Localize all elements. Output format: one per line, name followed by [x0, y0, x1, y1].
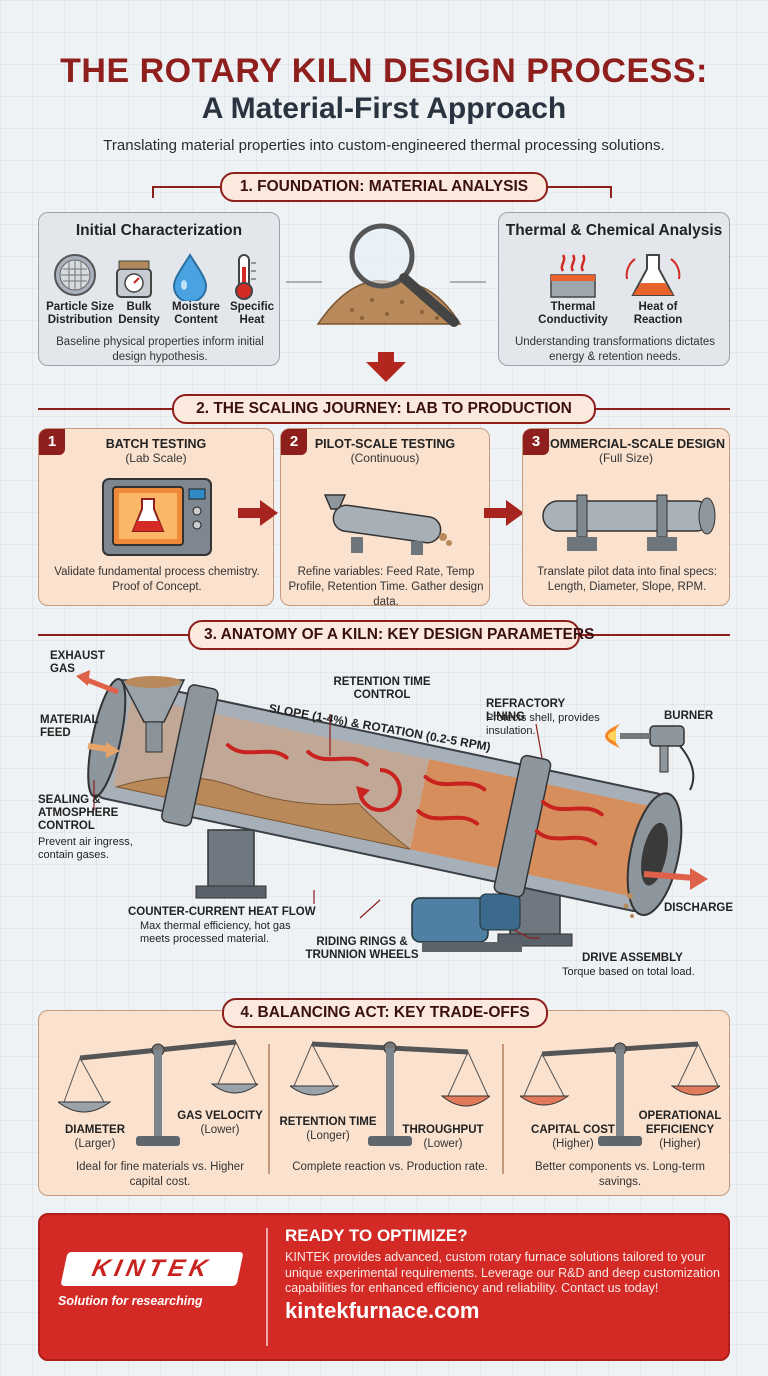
- step-subtitle: (Lab Scale): [125, 451, 187, 465]
- tradeoff-right-sub: (Higher): [659, 1138, 701, 1150]
- tradeoff-left-label: DIAMETER: [64, 1124, 126, 1136]
- tradeoff-note: Better components vs. Long-term savings.: [534, 1161, 706, 1188]
- tradeoff-left-label: RETENTION TIME: [279, 1116, 377, 1128]
- balance-scale-icon: [518, 1030, 722, 1150]
- step-number: 3: [523, 429, 549, 455]
- thermal-chemical-title: Thermal & Chemical Analysis: [505, 222, 723, 239]
- section3-heading: 3. ANATOMY OF A KILN: KEY DESIGN PARAMET…: [188, 620, 594, 650]
- logo-text: KINTEK: [89, 1255, 215, 1282]
- bulk-density-label: Bulk Density: [118, 301, 160, 327]
- step-number: 2: [281, 429, 307, 455]
- arrow-right-icon: [238, 500, 278, 526]
- step-number: 1: [39, 429, 65, 455]
- section1-rule-left-tick: [152, 186, 154, 198]
- tradeoff-left-label: CAPITAL COST: [531, 1124, 615, 1136]
- section4-heading: 4. BALANCING ACT: KEY TRADE-OFFS: [222, 998, 548, 1028]
- step-description: Refine variables: Feed Rate, Temp Profil…: [288, 566, 484, 608]
- heat-of-reaction-label: Heat of Reaction: [633, 301, 683, 327]
- thermal-chemical-panel: Thermal & Chemical Analysis Thermal Cond…: [498, 212, 730, 366]
- cta-title: READY TO OPTIMIZE?: [285, 1226, 468, 1245]
- drive-assembly-desc: Torque based on total load.: [562, 966, 695, 978]
- characterization-note: Baseline physical properties inform init…: [56, 336, 264, 363]
- refractory-lining-label: REFRACTORY LINING: [486, 698, 566, 724]
- step-title: COMMERCIAL-SCALE DESIGN: [540, 437, 726, 451]
- logo-tagline: Solution for researching: [58, 1294, 203, 1308]
- kintek-logo: KINTEK: [60, 1252, 244, 1286]
- drive-assembly-label: DRIVE ASSEMBLY: [582, 952, 683, 964]
- particle-size-label: Particle Size Distribution: [46, 301, 114, 327]
- step-pilot-card: 2 PILOT-SCALE TESTING (Continuous) Refin…: [280, 428, 490, 608]
- tradeoffs-panel: [38, 1010, 730, 1196]
- sealing-label: SEALING & ATMOSPHERE CONTROL: [38, 794, 119, 833]
- characterization-icons: [47, 249, 273, 303]
- refractory-lining-desc: Protects shell, provides insulation.: [486, 712, 600, 738]
- kiln-illustration: [60, 660, 720, 980]
- heat-block-icon: [550, 254, 596, 298]
- scale-weight-icon: [116, 260, 152, 298]
- tradeoff-right-label: GAS VELOCITY: [177, 1110, 263, 1122]
- step-subtitle: (Continuous): [350, 451, 420, 465]
- section1-heading: 1. FOUNDATION: MATERIAL ANALYSIS: [220, 172, 548, 202]
- burner-label: BURNER: [664, 710, 714, 722]
- counter-current-label: COUNTER-CURRENT HEAT FLOW: [128, 906, 316, 918]
- step-description: Validate fundamental process chemistry. …: [54, 566, 260, 593]
- cta-divider: [266, 1228, 268, 1346]
- exhaust-gas-label: EXHAUST GAS: [50, 650, 105, 676]
- discharge-label: DISCHARGE: [664, 902, 734, 914]
- step-commercial-card: 3 COMMERCIAL-SCALE DESIGN (Full Size) Tr…: [522, 428, 730, 606]
- arrow-right-icon: [484, 500, 524, 526]
- sieve-icon: [54, 254, 96, 296]
- tradeoff-note: Ideal for fine materials vs. Higher capi…: [75, 1161, 245, 1188]
- counter-current-desc: Max thermal efficiency, hot gas meets pr…: [140, 920, 291, 946]
- magnifier-illustration: [282, 212, 490, 382]
- retention-time-label: RETENTION TIME CONTROL: [333, 676, 431, 702]
- step-subtitle: (Full Size): [598, 451, 653, 465]
- thermal-icons: [543, 249, 703, 301]
- divider: [268, 1044, 270, 1174]
- tradeoff-note: Complete reaction vs. Production rate.: [292, 1161, 488, 1173]
- thermometer-icon: [235, 254, 256, 300]
- sealing-desc: Prevent air ingress, contain gases.: [38, 836, 133, 862]
- section1-rule-right-tick: [610, 186, 612, 198]
- moisture-content-label: Moisture Content: [172, 301, 220, 327]
- specific-heat-label: Specific Heat: [229, 301, 275, 327]
- flask-reaction-icon: [625, 254, 681, 296]
- tradeoff-right-label: THROUGHPUT: [402, 1124, 484, 1136]
- tradeoff-left-sub: (Larger): [74, 1138, 116, 1150]
- divider: [502, 1044, 504, 1174]
- commercial-kiln-icon: [537, 475, 717, 564]
- initial-characterization-panel: Initial Characterization: [38, 212, 280, 366]
- balance-scale-icon: [56, 1030, 260, 1150]
- lab-oven-icon: [99, 475, 215, 564]
- cta-text: KINTEK provides advanced, custom rotary …: [285, 1250, 720, 1296]
- step-title: PILOT-SCALE TESTING: [314, 437, 456, 451]
- balance-scale-icon: [288, 1030, 492, 1150]
- feed-hopper: [120, 676, 186, 753]
- thermal-conductivity-label: Thermal Conductivity: [538, 301, 608, 327]
- tradeoff-left-sub: (Longer): [306, 1130, 350, 1142]
- thermal-chemical-note: Understanding transformations dictates e…: [514, 336, 716, 363]
- page-description: Translating material properties into cus…: [103, 137, 665, 154]
- step-title: BATCH TESTING: [105, 437, 207, 451]
- cta-banner: [38, 1213, 730, 1361]
- burner-icon: [605, 724, 695, 791]
- step-description: Translate pilot data into final specs: L…: [537, 566, 717, 593]
- drive-motor: [411, 893, 522, 952]
- tradeoff-right-sub: (Lower): [423, 1138, 463, 1150]
- water-drop-icon: [172, 253, 208, 303]
- section2-heading: 2. THE SCALING JOURNEY: LAB TO PRODUCTIO…: [172, 394, 596, 424]
- page-subtitle-heading: A Material-First Approach: [201, 92, 567, 125]
- initial-characterization-title: Initial Characterization: [75, 222, 243, 239]
- pilot-kiln-icon: [311, 475, 461, 564]
- material-feed-label: MATERIAL FEED: [40, 714, 99, 740]
- cta-link[interactable]: kintekfurnace.com: [285, 1298, 480, 1323]
- tradeoff-right-label: OPERATIONAL EFFICIENCY: [638, 1110, 722, 1136]
- page-title: THE ROTARY KILN DESIGN PROCESS:: [60, 52, 708, 90]
- tradeoff-right-sub: (Lower): [200, 1124, 240, 1136]
- tradeoff-left-sub: (Higher): [552, 1138, 594, 1150]
- riding-rings-label: RIDING RINGS & TRUNNION WHEELS: [305, 936, 419, 962]
- support-pedestal-left: [195, 829, 267, 899]
- step-batch-card: 1 BATCH TESTING (Lab Scale) Validate fun…: [38, 428, 274, 606]
